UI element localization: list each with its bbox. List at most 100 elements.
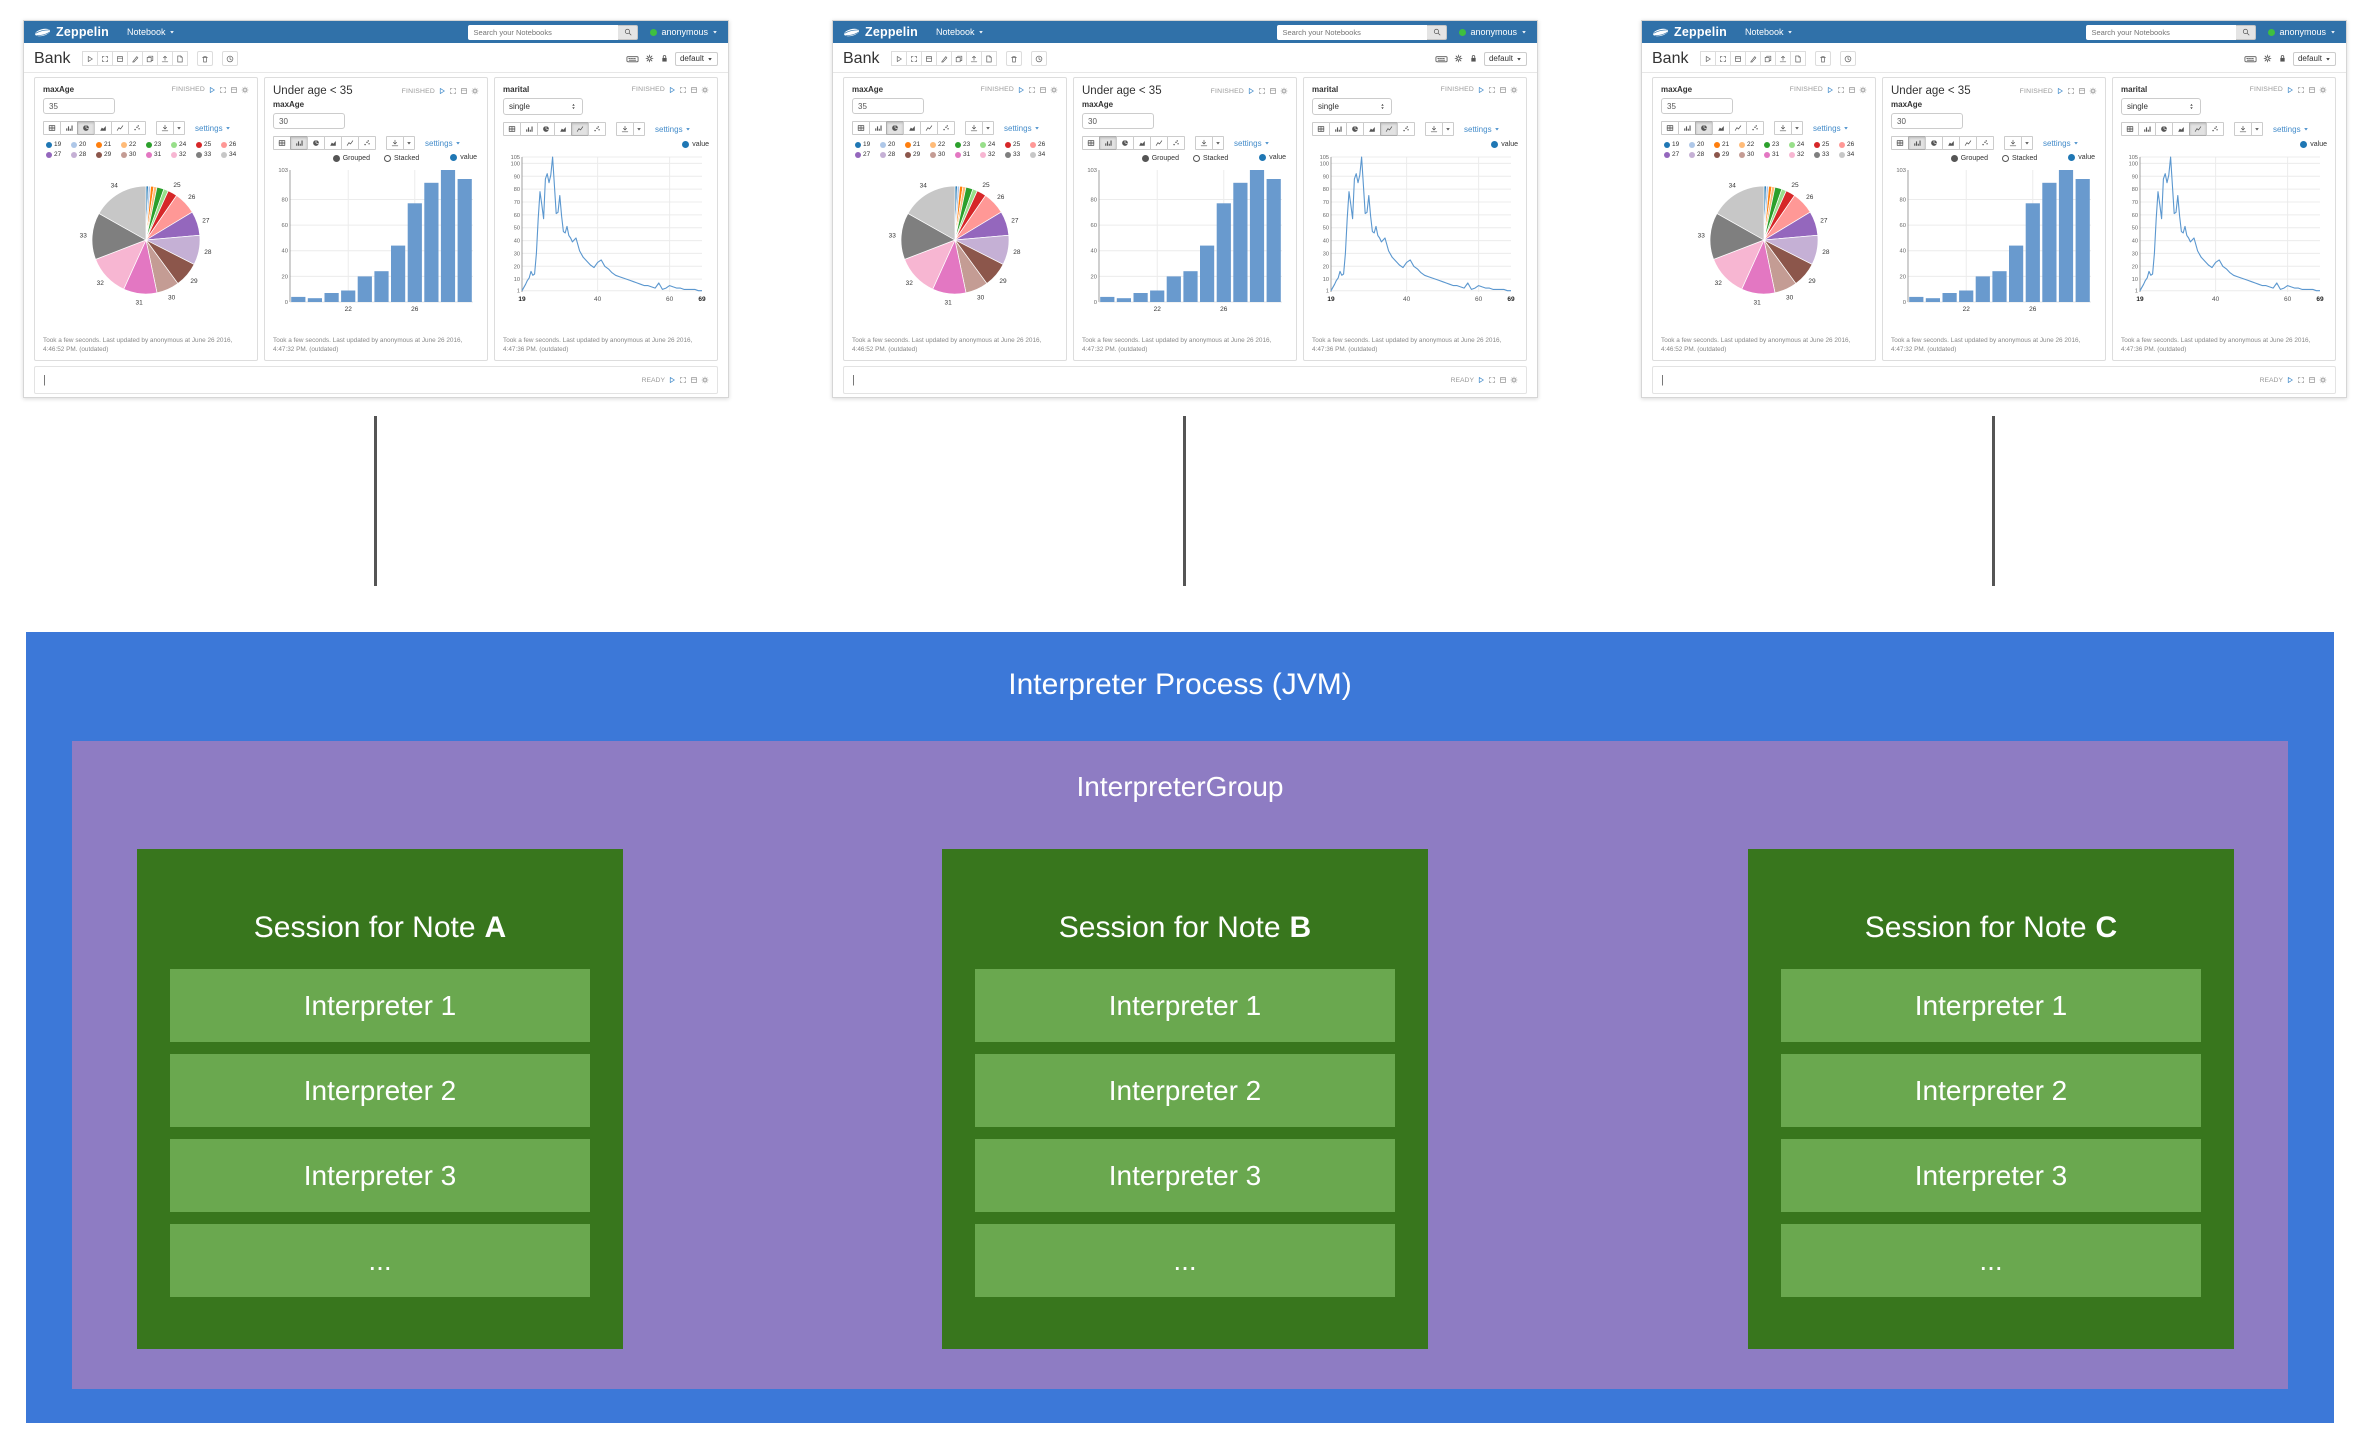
clone-note-button[interactable] bbox=[142, 51, 159, 66]
gear-icon[interactable] bbox=[645, 54, 654, 63]
version-control-button[interactable] bbox=[1790, 51, 1807, 66]
legend-item[interactable]: 26 bbox=[1839, 141, 1864, 148]
gear-icon[interactable] bbox=[1859, 86, 1867, 94]
legend-item[interactable]: 32 bbox=[171, 151, 196, 158]
legend-item[interactable]: 26 bbox=[1030, 141, 1055, 148]
clone-note-button[interactable] bbox=[951, 51, 968, 66]
pie-chart-button[interactable] bbox=[1346, 122, 1364, 136]
paragraph-line-chart[interactable]: marital FINISHED single bbox=[2112, 77, 2336, 361]
line-chart-button[interactable] bbox=[1150, 136, 1168, 150]
value-series-legend[interactable]: value bbox=[2068, 154, 2095, 161]
notebook-menu[interactable]: Notebook bbox=[1745, 27, 1793, 37]
gear-icon[interactable] bbox=[2089, 87, 2097, 95]
expand-icon[interactable] bbox=[449, 87, 457, 95]
line-chart-button[interactable] bbox=[341, 136, 359, 150]
lock-icon[interactable] bbox=[2278, 54, 2287, 63]
legend-item[interactable]: 30 bbox=[121, 151, 146, 158]
value-series-legend[interactable]: value bbox=[2300, 141, 2327, 148]
run-all-button[interactable] bbox=[1700, 51, 1717, 66]
table-view-button[interactable] bbox=[1661, 121, 1679, 135]
gear-icon[interactable] bbox=[2319, 376, 2327, 384]
show-hide-output-button[interactable] bbox=[1730, 51, 1747, 66]
value-series-legend[interactable]: value bbox=[682, 141, 709, 148]
table-view-button[interactable] bbox=[1082, 136, 1100, 150]
gear-icon[interactable] bbox=[701, 376, 709, 384]
legend-item[interactable]: 32 bbox=[1789, 151, 1814, 158]
delete-note-button[interactable] bbox=[1815, 51, 1832, 66]
max-age-input[interactable] bbox=[43, 98, 115, 114]
pie-chart-button[interactable] bbox=[1116, 136, 1134, 150]
download-options-button[interactable] bbox=[1442, 122, 1454, 136]
download-button[interactable] bbox=[386, 136, 404, 150]
line-chart-button[interactable] bbox=[1380, 122, 1398, 136]
area-chart-button[interactable] bbox=[324, 136, 342, 150]
bar-chart-button[interactable] bbox=[869, 121, 887, 135]
run-paragraph-icon[interactable] bbox=[668, 86, 676, 94]
table-view-button[interactable] bbox=[1312, 122, 1330, 136]
legend-item[interactable]: 25 bbox=[196, 141, 221, 148]
expand-icon[interactable] bbox=[679, 376, 687, 384]
output-icon[interactable] bbox=[690, 86, 698, 94]
search-button[interactable] bbox=[1427, 24, 1448, 40]
area-chart-button[interactable] bbox=[1712, 121, 1730, 135]
line-chart-button[interactable] bbox=[920, 121, 938, 135]
settings-link[interactable]: settings bbox=[1004, 124, 1040, 133]
clone-note-button[interactable] bbox=[1760, 51, 1777, 66]
legend-item[interactable]: 27 bbox=[46, 151, 71, 158]
output-icon[interactable] bbox=[1848, 86, 1856, 94]
paragraph-bar-chart[interactable]: Under age < 35 FINISHED maxAge bbox=[1073, 77, 1297, 361]
bar-chart-button[interactable] bbox=[1908, 136, 1926, 150]
download-button[interactable] bbox=[2234, 122, 2252, 136]
show-hide-output-button[interactable] bbox=[921, 51, 938, 66]
notebook-menu[interactable]: Notebook bbox=[127, 27, 175, 37]
scatter-chart-button[interactable] bbox=[1976, 136, 1994, 150]
download-options-button[interactable] bbox=[2021, 136, 2033, 150]
legend-item[interactable]: 21 bbox=[96, 141, 121, 148]
value-series-legend[interactable]: value bbox=[1259, 154, 1286, 161]
area-chart-button[interactable] bbox=[1363, 122, 1381, 136]
delete-note-button[interactable] bbox=[197, 51, 214, 66]
show-hide-code-button[interactable] bbox=[97, 51, 114, 66]
legend-item[interactable]: 30 bbox=[930, 151, 955, 158]
legend-item[interactable]: 24 bbox=[171, 141, 196, 148]
line-chart-button[interactable] bbox=[1729, 121, 1747, 135]
settings-link[interactable]: settings bbox=[2273, 125, 2309, 134]
run-paragraph-icon[interactable] bbox=[1477, 376, 1485, 384]
gear-icon[interactable] bbox=[1050, 86, 1058, 94]
run-paragraph-icon[interactable] bbox=[2056, 87, 2064, 95]
download-button[interactable] bbox=[1195, 136, 1213, 150]
bar-chart-button[interactable] bbox=[290, 136, 308, 150]
export-note-button[interactable] bbox=[966, 51, 983, 66]
clear-output-button[interactable] bbox=[936, 51, 953, 66]
gear-icon[interactable] bbox=[1454, 54, 1463, 63]
table-view-button[interactable] bbox=[852, 121, 870, 135]
run-paragraph-icon[interactable] bbox=[2286, 376, 2294, 384]
pie-chart-button[interactable] bbox=[77, 121, 95, 135]
scheduler-button[interactable] bbox=[1031, 51, 1048, 66]
legend-item[interactable]: 19 bbox=[855, 141, 880, 148]
expand-icon[interactable] bbox=[2067, 87, 2075, 95]
empty-paragraph[interactable]: | READY bbox=[1652, 366, 2336, 394]
area-chart-button[interactable] bbox=[2172, 122, 2190, 136]
pie-chart-button[interactable] bbox=[2155, 122, 2173, 136]
value-series-legend[interactable]: value bbox=[450, 154, 477, 161]
interpreter-binding-button[interactable]: default bbox=[1483, 51, 1527, 66]
clear-output-button[interactable] bbox=[1745, 51, 1762, 66]
interpreter-binding-button[interactable]: default bbox=[674, 51, 718, 66]
download-button[interactable] bbox=[1774, 121, 1792, 135]
pie-chart-button[interactable] bbox=[1925, 136, 1943, 150]
paragraph-pie-chart[interactable]: maxAge FINISHED bbox=[843, 77, 1067, 361]
legend-item[interactable]: 29 bbox=[96, 151, 121, 158]
table-view-button[interactable] bbox=[503, 122, 521, 136]
run-paragraph-icon[interactable] bbox=[668, 376, 676, 384]
legend-item[interactable]: 31 bbox=[1764, 151, 1789, 158]
gear-icon[interactable] bbox=[1510, 376, 1518, 384]
run-paragraph-icon[interactable] bbox=[1017, 86, 1025, 94]
legend-item[interactable]: 22 bbox=[121, 141, 146, 148]
stacked-toggle[interactable]: Stacked bbox=[1192, 155, 1228, 162]
scheduler-button[interactable] bbox=[222, 51, 239, 66]
settings-link[interactable]: settings bbox=[1464, 125, 1500, 134]
grouped-toggle[interactable]: Grouped bbox=[332, 155, 370, 162]
legend-item[interactable]: 26 bbox=[221, 141, 246, 148]
gear-icon[interactable] bbox=[241, 86, 249, 94]
